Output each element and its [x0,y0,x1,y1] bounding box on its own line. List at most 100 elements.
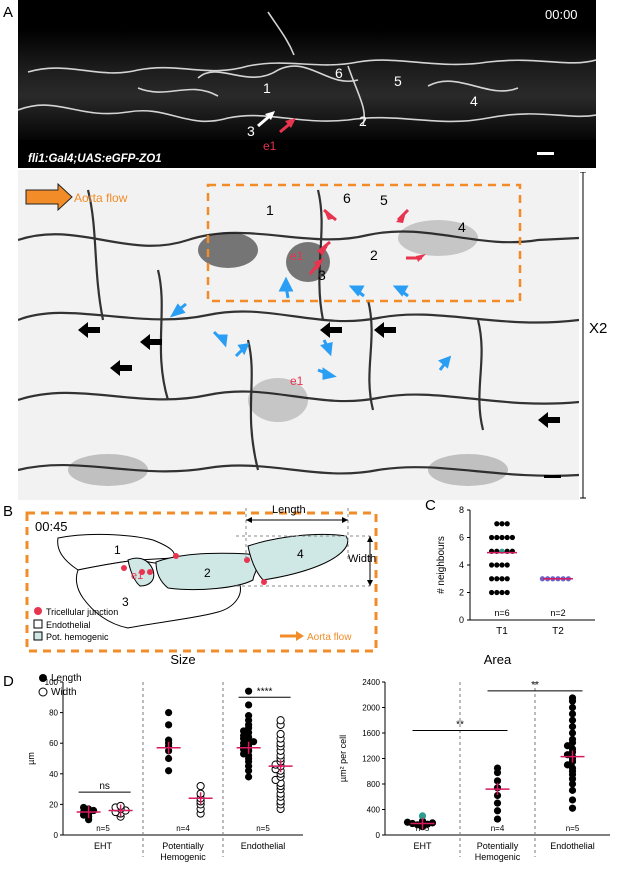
b-cell-4: 4 [297,547,304,561]
d-group-label: Endothelial [550,841,595,851]
zoom-bracket: X2 [580,172,607,499]
d-point [403,818,412,826]
d-ytick-label: 20 [49,800,58,809]
d-point [165,754,173,763]
c-point [504,521,510,527]
d-legend-marker-width [38,687,48,697]
blue-arrows-icon [169,276,452,380]
c-point [539,576,545,582]
d-point [568,796,577,804]
d-title: Size [170,652,195,667]
aorta-flow-arrow-b-icon [280,631,304,641]
d-ytick-label: 400 [367,806,381,815]
d-group-label: EHT [414,841,433,851]
panel-label-b: B [3,503,14,520]
c-ytick-label: 6 [459,533,464,543]
scale-bar-top [537,152,554,155]
d-point [568,723,577,731]
c-point [494,562,500,568]
cell-label-2: 2 [359,113,367,129]
b-cell-1: 1 [114,543,121,557]
d-ytick-label: 40 [49,770,58,779]
white-arrow-icon [257,111,275,128]
d-group-label: Potentially [162,841,204,851]
red-arrows-icon [308,208,426,275]
black-arrows-icon [78,322,560,428]
d-point [568,729,577,737]
roi-cell-6: 6 [343,190,351,206]
c-n-label: n=2 [550,608,565,618]
roi-cell-2: 2 [370,247,378,263]
d-point [568,735,577,743]
b-cell-2: 2 [204,566,211,580]
timestamp-a: 00:00 [545,7,578,22]
legend-hemogenic: Pot. hemogenic [46,632,109,642]
cell-label-5: 5 [394,73,402,89]
c-point [504,576,510,582]
d-point [276,716,285,725]
panel-b-diagram: 00:45 1 2 3 4 e1 Length Width Tricellula… [25,504,378,653]
d-ytick-label: 2000 [362,704,380,713]
c-point [499,562,505,568]
cell-label-1: 1 [263,80,271,96]
aorta-flow-label-a: Aorta flow [74,191,128,205]
d-group-label: Hemogenic [475,852,521,862]
d-point [418,812,427,820]
d-ytick-label: 0 [54,831,59,840]
c-point [504,589,510,596]
d-point [196,781,205,791]
micrograph-top: 00:00 1 2 3 4 5 6 e1 fli1:Gal4;UAS:eGFP-… [17,0,597,168]
scale-bar-bottom [544,475,561,478]
cell-shape-2 [155,552,259,591]
d-group-label: EHT [94,841,113,851]
d-point [80,803,88,812]
cell-shape-4 [247,533,349,581]
c-point [499,521,505,527]
d-ytick-label: 80 [49,709,58,718]
e1-label-top: e1 [263,139,277,153]
d-significance-label: ** [456,719,464,730]
panel-b-frame [25,511,378,653]
d-point [165,767,173,775]
c-ytick-label: 0 [459,615,464,625]
genotype-label: fli1:Gal4;UAS:eGFP-ZO1 [28,153,162,165]
d-title: Area [484,652,512,667]
d-point [568,786,577,794]
roi-cell-5: 5 [380,192,388,208]
length-label: Length [272,504,306,516]
d-significance-label: **** [257,686,273,697]
e1-label-lower: e1 [290,374,304,388]
d-point [568,804,577,812]
b-cell-3: 3 [122,595,129,609]
d-point [493,791,502,800]
d-n-label: n=5 [96,824,110,833]
c-n-label: n=6 [494,608,509,618]
micrograph-bottom: Aorta flow 1 2 3 4 5 6 e1 e1 [17,170,580,500]
d-group-label: Potentially [477,841,519,851]
d-group-label: Hemogenic [160,852,206,862]
c-point [494,589,500,596]
roi-cell-3: 3 [318,267,326,283]
c-point [504,534,510,541]
d-point [165,709,173,717]
c-point [499,589,505,596]
b-e1-label: e1 [131,570,143,582]
d-group-label: Endothelial [241,841,286,851]
legend-tricellular: Tricellular junction [46,607,118,617]
c-point [489,534,495,541]
legend-swatch-hemogenic [33,631,43,641]
width-label: Width [348,553,376,565]
c-category-label: T2 [552,626,564,637]
d-point [276,729,285,739]
roi-box [206,183,522,303]
d-ytick-label: 100 [45,678,59,687]
c-point [489,576,495,582]
panel-label-d: D [3,673,14,690]
d-point [245,687,253,695]
d-n-label: n=5 [566,824,580,833]
c-point [494,576,500,582]
d-legend-width: Width [51,687,77,698]
cell-label-3: 3 [247,123,255,139]
d-point [493,799,502,807]
